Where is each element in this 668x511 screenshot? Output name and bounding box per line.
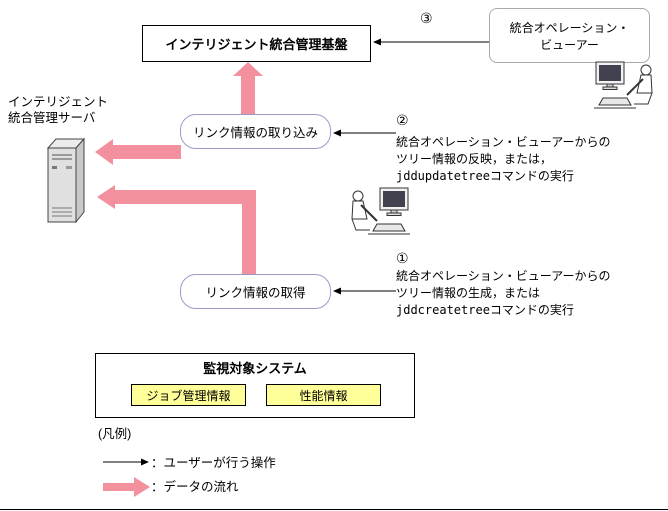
platform-box: インテリジェント統合管理基盤 xyxy=(142,25,371,62)
flow-arrow-import-to-platform xyxy=(233,62,263,114)
step2-command-suffix: コマンドの実行 xyxy=(489,169,574,183)
step2-command: jddupdatetree xyxy=(396,169,490,183)
platform-box-label: インテリジェント統合管理基盤 xyxy=(165,37,348,52)
legend-flow-arrow xyxy=(103,477,150,497)
flow-arrow-import-to-server xyxy=(95,139,181,165)
step1-note-line1: 統合オペレーション・ビューアーからの xyxy=(396,269,611,283)
monitored-system-box: 監視対象システム ジョブ管理情報 性能情報 xyxy=(95,353,415,418)
link-acquire-label: リンク情報の取得 xyxy=(205,286,306,300)
job-info-label: ジョブ管理情報 xyxy=(146,388,231,403)
viewer-box: 統合オペレーション・ ビューアー xyxy=(489,8,650,63)
user-arrow-step3 xyxy=(373,38,489,46)
user-arrow-step1 xyxy=(333,287,396,295)
legend-title: (凡例) xyxy=(98,427,132,441)
job-info-box: ジョブ管理情報 xyxy=(131,384,246,406)
user-computer-icon xyxy=(593,61,653,109)
step2-number: ② xyxy=(396,112,409,128)
monitored-system-title: 監視対象システム xyxy=(203,361,307,376)
perf-info-label: 性能情報 xyxy=(299,388,348,403)
user-arrow-step2 xyxy=(333,129,396,137)
server-label: インテリジェント 統合管理サーバ xyxy=(8,95,109,125)
legend-user-op-label: ：ユーザーが行う操作 xyxy=(151,456,276,470)
step2-note-line1: 統合オペレーション・ビューアーからの xyxy=(396,135,611,149)
legend-data-flow-label: ：データの流れ xyxy=(151,480,239,494)
user-computer-icon xyxy=(351,187,411,235)
legend-user-arrow xyxy=(103,458,149,466)
link-acquire-box: リンク情報の取得 xyxy=(180,274,331,309)
step1-command: jddcreatetree xyxy=(396,303,490,317)
step2-note-line2: ツリー情報の反映，または， xyxy=(396,152,553,166)
link-import-label: リンク情報の取り込み xyxy=(192,126,318,140)
viewer-box-label: 統合オペレーション・ ビューアー xyxy=(509,20,630,52)
step1-note-line2: ツリー情報の生成，または xyxy=(396,286,541,300)
server-icon xyxy=(46,137,86,224)
perf-info-box: 性能情報 xyxy=(266,384,381,406)
step2-note-line3: jddupdatetreeコマンドの実行 xyxy=(396,168,662,185)
step1-command-suffix: コマンドの実行 xyxy=(489,303,574,317)
step3-number: ③ xyxy=(420,10,433,26)
step1-number: ① xyxy=(396,250,409,266)
step1-note: 統合オペレーション・ビューアーからの ツリー情報の生成，または jddcreat… xyxy=(396,268,662,319)
link-import-box: リンク情報の取り込み xyxy=(180,114,331,149)
step2-note: 統合オペレーション・ビューアーからの ツリー情報の反映，または， jddupda… xyxy=(396,134,662,185)
flow-arrow-acquire-to-server xyxy=(97,185,256,274)
page-bottom-rule xyxy=(0,509,668,510)
step1-note-line3: jddcreatetreeコマンドの実行 xyxy=(396,302,662,319)
